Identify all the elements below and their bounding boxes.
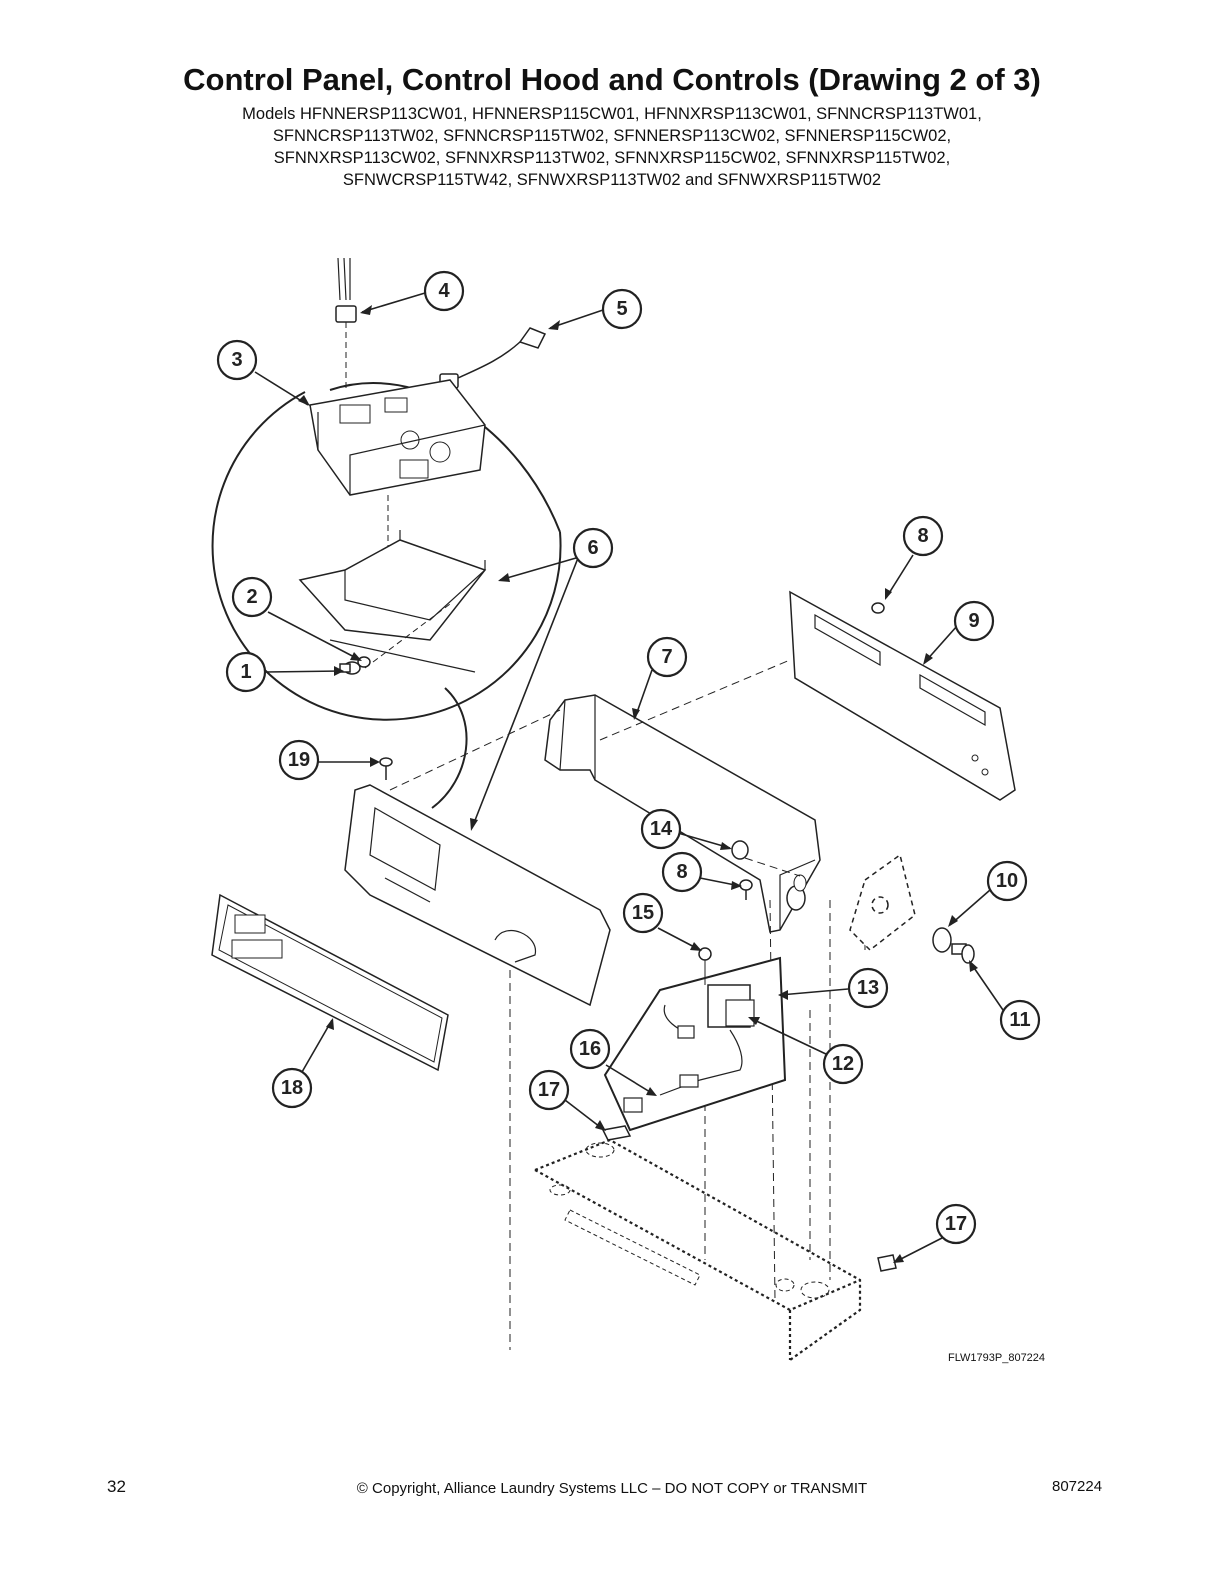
callout-18: 18 xyxy=(271,1067,313,1109)
screw-8-top xyxy=(871,602,885,614)
callout-circles: 4 5 3 6 8 2 9 7 1 19 14 8 10 15 13 11 16… xyxy=(216,270,1041,1245)
callout-6: 6 xyxy=(572,527,614,569)
callout-9: 9 xyxy=(953,600,995,642)
models-line: SFNNCRSP113TW02, SFNNCRSP115TW02, SFNNER… xyxy=(272,127,952,145)
models-list: Models HFNNERSP113CW01, HFNNERSP115CW01,… xyxy=(0,103,1224,191)
svg-text:8: 8 xyxy=(917,525,928,547)
models-line: SFNNXRSP113CW02, SFNNXRSP113TW02, SFNNXR… xyxy=(273,149,951,167)
label-17-bottom xyxy=(877,1254,897,1272)
page-number: 32 xyxy=(107,1477,126,1496)
callout-5: 5 xyxy=(601,288,643,330)
callout-1: 1 xyxy=(225,651,267,693)
callout-8: 8 xyxy=(902,515,944,557)
washer-2 xyxy=(357,656,371,668)
svg-text:19: 19 xyxy=(288,749,310,771)
callout-16: 16 xyxy=(569,1028,611,1070)
svg-text:17: 17 xyxy=(538,1079,560,1101)
svg-text:18: 18 xyxy=(281,1077,303,1099)
drawing-id: FLW1793P_807224 xyxy=(948,1352,1046,1364)
svg-text:7: 7 xyxy=(661,646,672,668)
transformer-subassembly-13 xyxy=(603,956,787,1132)
copyright-notice: © Copyright, Alliance Laundry Systems LL… xyxy=(356,1480,868,1497)
overlay-18 xyxy=(211,893,449,1072)
callout-19: 19 xyxy=(278,739,320,781)
knob-10 xyxy=(932,927,952,953)
callout-2: 2 xyxy=(231,576,273,618)
svg-text:1: 1 xyxy=(240,661,251,683)
screw-11 xyxy=(951,943,975,964)
svg-text:12: 12 xyxy=(832,1053,854,1075)
callout-13: 13 xyxy=(847,967,889,1009)
svg-text:11: 11 xyxy=(1009,1009,1030,1031)
svg-text:15: 15 xyxy=(632,902,654,924)
svg-text:16: 16 xyxy=(579,1038,601,1060)
control-board-3 xyxy=(309,379,486,600)
screw-1 xyxy=(339,661,361,675)
models-line: SFNWCRSP115TW42, SFNWXRSP113TW02 and SFN… xyxy=(342,171,882,189)
callout-8: 8 xyxy=(661,851,703,893)
screw-19 xyxy=(379,757,393,780)
leader-arrowheads xyxy=(298,305,978,1263)
nut-14 xyxy=(731,840,749,860)
svg-text:9: 9 xyxy=(968,610,979,632)
models-line: Models HFNNERSP113CW01, HFNNERSP115CW01,… xyxy=(242,105,982,123)
svg-text:14: 14 xyxy=(650,818,673,840)
mounting-bracket-6 xyxy=(298,530,487,673)
callout-12: 12 xyxy=(822,1043,864,1085)
callout-7: 7 xyxy=(646,636,688,678)
bearing-bracket xyxy=(849,853,916,951)
svg-text:8: 8 xyxy=(676,861,687,883)
callout-17: 17 xyxy=(528,1069,570,1111)
cable-harness-5 xyxy=(439,327,547,389)
svg-text:6: 6 xyxy=(587,537,598,559)
svg-text:2: 2 xyxy=(246,586,257,608)
control-hood-7 xyxy=(544,694,821,933)
svg-text:17: 17 xyxy=(945,1213,967,1235)
label-17-top xyxy=(601,1125,632,1141)
svg-text:13: 13 xyxy=(857,977,879,999)
callout-17: 17 xyxy=(935,1203,977,1245)
callout-3: 3 xyxy=(216,339,258,381)
screw-8-lower xyxy=(739,879,753,900)
control-panel xyxy=(344,784,611,1007)
callout-11: 11 xyxy=(999,999,1041,1041)
svg-text:5: 5 xyxy=(616,298,627,320)
back-plate-9 xyxy=(789,590,1016,801)
svg-text:3: 3 xyxy=(231,349,242,371)
cabinet-base xyxy=(534,1138,862,1361)
callout-4: 4 xyxy=(423,270,465,312)
callout-10: 10 xyxy=(986,860,1028,902)
wire-connector-4 xyxy=(335,257,357,392)
svg-text:4: 4 xyxy=(438,280,450,302)
callout-14: 14 xyxy=(640,808,682,850)
callout-15: 15 xyxy=(622,892,664,934)
page-title: Control Panel, Control Hood and Controls… xyxy=(183,62,1041,97)
cabinet-base-slots xyxy=(549,1142,830,1299)
document-number: 807224 xyxy=(1052,1478,1103,1495)
svg-text:10: 10 xyxy=(996,870,1018,892)
